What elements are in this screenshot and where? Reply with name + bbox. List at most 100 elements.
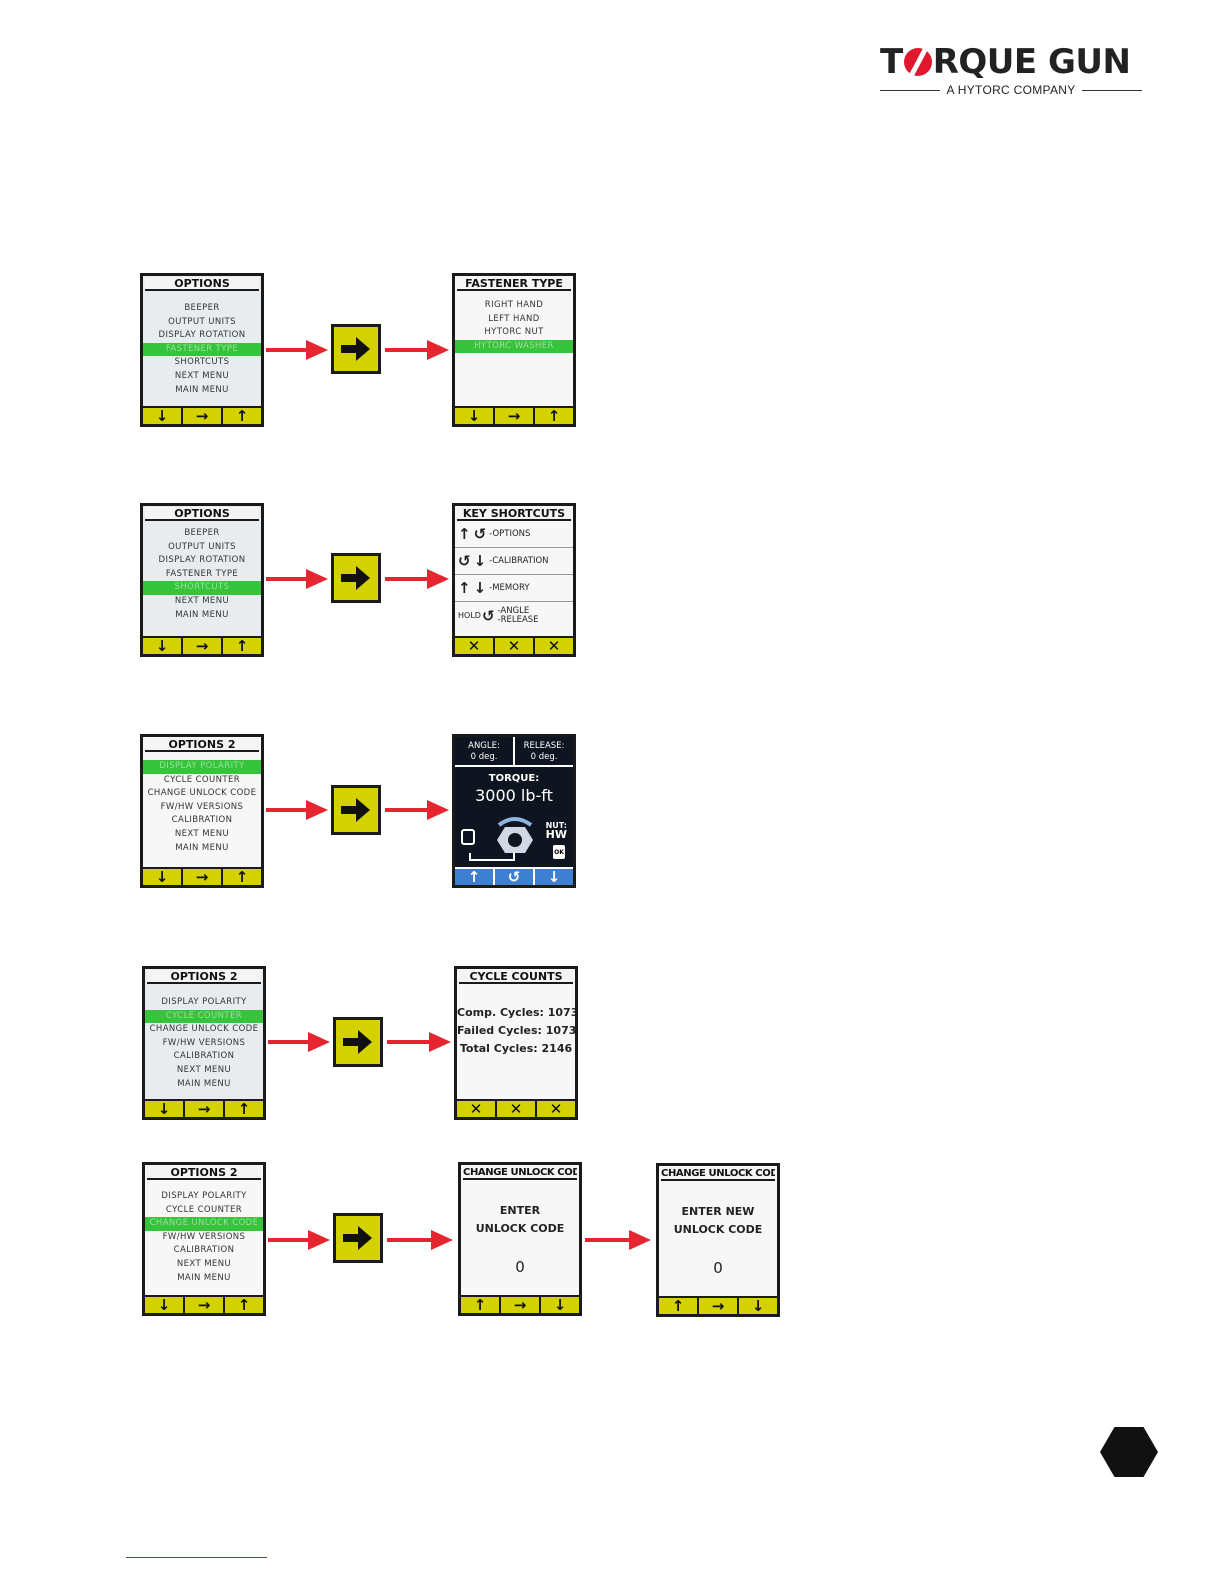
up-arrow-icon[interactable]: ↑: [467, 868, 481, 886]
run-screen-dark: ANGLE:0 deg. RELEASE:0 deg. TORQUE: 3000…: [452, 734, 576, 888]
enter-key-icon: [333, 1213, 383, 1263]
list-icon: [461, 829, 475, 845]
menu-item-fw-hw-versions[interactable]: FW/HW VERSIONS: [162, 1037, 246, 1048]
menu-item-beeper[interactable]: BEEPER: [184, 528, 220, 538]
close-icon[interactable]: ✕: [493, 638, 533, 654]
close-icon[interactable]: ✕: [533, 638, 573, 654]
softkey-bar: ↓ → ↑: [455, 406, 573, 424]
right-arrow-icon[interactable]: →: [183, 1297, 223, 1313]
menu-item-cycle-counter[interactable]: CYCLE COUNTER: [145, 1009, 263, 1024]
down-arrow-icon: ↓: [473, 552, 487, 570]
up-arrow-icon[interactable]: ↑: [221, 408, 261, 424]
close-icon[interactable]: ✕: [495, 1101, 535, 1117]
down-arrow-icon[interactable]: ↓: [155, 637, 169, 655]
menu-item-display-polarity[interactable]: DISPLAY POLARITY: [143, 760, 261, 774]
menu-item-main-menu[interactable]: MAIN MENU: [177, 1272, 231, 1283]
menu-item-main-menu[interactable]: MAIN MENU: [177, 1078, 231, 1089]
menu-item-fastener-type[interactable]: FASTENER TYPE: [143, 342, 261, 357]
shortcut-row-options: ↑ ↺ -OPTIONS: [455, 521, 573, 548]
close-icon[interactable]: ✕: [469, 1100, 483, 1118]
softkey-bar: ↑ → ↓: [461, 1295, 579, 1313]
menu-item-cycle-counter[interactable]: CYCLE COUNTER: [163, 774, 241, 785]
logo-tagline: A HYTORC COMPANY: [880, 82, 1143, 98]
right-arrow-icon[interactable]: →: [181, 638, 221, 654]
up-arrow-icon[interactable]: ↑: [533, 408, 573, 424]
menu-item-next-menu[interactable]: NEXT MENU: [176, 1064, 232, 1075]
up-arrow-icon[interactable]: ↑: [473, 1296, 487, 1314]
menu-item-next-menu[interactable]: NEXT MENU: [174, 595, 230, 606]
menu-item-main-menu[interactable]: MAIN MENU: [175, 384, 229, 395]
enter-key-icon: [331, 553, 381, 603]
menu-item-fw-hw-versions[interactable]: FW/HW VERSIONS: [162, 1231, 246, 1242]
menu-item-cycle-counter[interactable]: CYCLE COUNTER: [165, 1204, 243, 1215]
flow-arrow: [385, 569, 449, 589]
close-icon[interactable]: ✕: [467, 637, 481, 655]
menu-item-shortcuts[interactable]: SHORTCUTS: [143, 581, 261, 595]
menu-item-output-units[interactable]: OUTPUT UNITS: [168, 316, 236, 327]
new-unlock-code-input[interactable]: 0: [713, 1259, 723, 1277]
menu-item-calibration[interactable]: CALIBRATION: [173, 1245, 235, 1256]
down-arrow-icon[interactable]: ↓: [157, 1296, 171, 1314]
menu-item-display-rotation[interactable]: DISPLAY ROTATION: [158, 330, 246, 341]
down-arrow-icon[interactable]: ↓: [157, 1100, 171, 1118]
comp-cycles: Comp. Cycles: 1073: [457, 1006, 578, 1019]
down-arrow-icon[interactable]: ↓: [533, 869, 573, 885]
menu-item-fw-hw-versions[interactable]: FW/HW VERSIONS: [160, 801, 244, 812]
menu-item-change-unlock-code[interactable]: CHANGE UNLOCK CODE: [147, 788, 257, 799]
menu-item-output-units[interactable]: OUTPUT UNITS: [168, 541, 236, 552]
menu-item-next-menu[interactable]: NEXT MENU: [174, 370, 230, 381]
right-arrow-icon[interactable]: →: [493, 408, 533, 424]
up-arrow-icon[interactable]: ↑: [221, 869, 261, 885]
menu-item-hytorc-nut[interactable]: HYTORC NUT: [484, 327, 544, 338]
menu-item-display-rotation[interactable]: DISPLAY ROTATION: [158, 555, 246, 566]
down-arrow-icon[interactable]: ↓: [737, 1298, 777, 1314]
up-arrow-icon[interactable]: ↑: [223, 1101, 263, 1117]
down-arrow-icon[interactable]: ↓: [155, 868, 169, 886]
menu-item-next-menu[interactable]: NEXT MENU: [174, 828, 230, 839]
close-icon[interactable]: ✕: [535, 1101, 575, 1117]
menu-item-next-menu[interactable]: NEXT MENU: [176, 1258, 232, 1269]
screen-title: KEY SHORTCUTS: [457, 507, 571, 521]
up-arrow-icon[interactable]: ↑: [221, 638, 261, 654]
options-2-menu-screen: OPTIONS 2 DISPLAY POLARITY CYCLE COUNTER…: [142, 1162, 266, 1316]
menu-item-calibration[interactable]: CALIBRATION: [173, 1051, 235, 1062]
right-arrow-icon[interactable]: →: [183, 1101, 223, 1117]
right-arrow-icon[interactable]: →: [499, 1297, 539, 1313]
menu-item-right-hand[interactable]: RIGHT HAND: [484, 300, 544, 310]
prompt-line-2: UNLOCK CODE: [673, 1223, 763, 1236]
rotate-icon: ↺: [473, 525, 487, 543]
options-menu-screen: OPTIONS BEEPER OUTPUT UNITS DISPLAY ROTA…: [140, 273, 264, 427]
right-arrow-icon[interactable]: →: [697, 1298, 737, 1314]
menu-item-main-menu[interactable]: MAIN MENU: [175, 609, 229, 620]
menu-item-left-hand[interactable]: LEFT HAND: [488, 313, 540, 324]
menu-item-change-unlock-code[interactable]: CHANGE UNLOCK CODE: [145, 1217, 263, 1231]
menu-item-calibration[interactable]: CALIBRATION: [171, 815, 233, 826]
rotate-icon[interactable]: ↺: [493, 869, 533, 885]
menu-item-shortcuts[interactable]: SHORTCUTS: [174, 357, 230, 368]
menu-item-display-polarity[interactable]: DISPLAY POLARITY: [161, 1191, 247, 1201]
menu-item-beeper[interactable]: BEEPER: [184, 303, 220, 313]
down-arrow-icon[interactable]: ↓: [467, 407, 481, 425]
flow-arrow: [385, 800, 449, 820]
softkey-bar: ↓ → ↑: [143, 867, 261, 885]
up-arrow-icon[interactable]: ↑: [223, 1297, 263, 1313]
rotate-icon: ↺: [458, 552, 471, 570]
down-arrow-icon[interactable]: ↓: [539, 1297, 579, 1313]
menu-item-hytorc-washer[interactable]: HYTORC WASHER: [455, 339, 573, 354]
right-arrow-icon[interactable]: →: [181, 408, 221, 424]
unlock-code-input[interactable]: 0: [515, 1258, 525, 1276]
options-2-menu-screen: OPTIONS 2 DISPLAY POLARITY CYCLE COUNTER…: [140, 734, 264, 888]
menu-item-fastener-type[interactable]: FASTENER TYPE: [165, 568, 239, 579]
shortcut-row-calibration: ↺ ↓ -CALIBRATION: [455, 548, 573, 575]
menu-item-change-unlock-code[interactable]: CHANGE UNLOCK CODE: [149, 1024, 259, 1035]
screen-title: CYCLE COUNTS: [459, 970, 573, 984]
menu-item-display-polarity[interactable]: DISPLAY POLARITY: [161, 997, 247, 1007]
right-arrow-icon[interactable]: →: [181, 869, 221, 885]
menu-item-main-menu[interactable]: MAIN MENU: [175, 842, 229, 853]
down-arrow-icon[interactable]: ↓: [155, 407, 169, 425]
softkey-bar: ↓ → ↑: [143, 636, 261, 654]
screen-title: OPTIONS 2: [147, 970, 261, 984]
up-arrow-icon[interactable]: ↑: [671, 1297, 685, 1315]
softkey-bar: ✕ ✕ ✕: [457, 1099, 575, 1117]
